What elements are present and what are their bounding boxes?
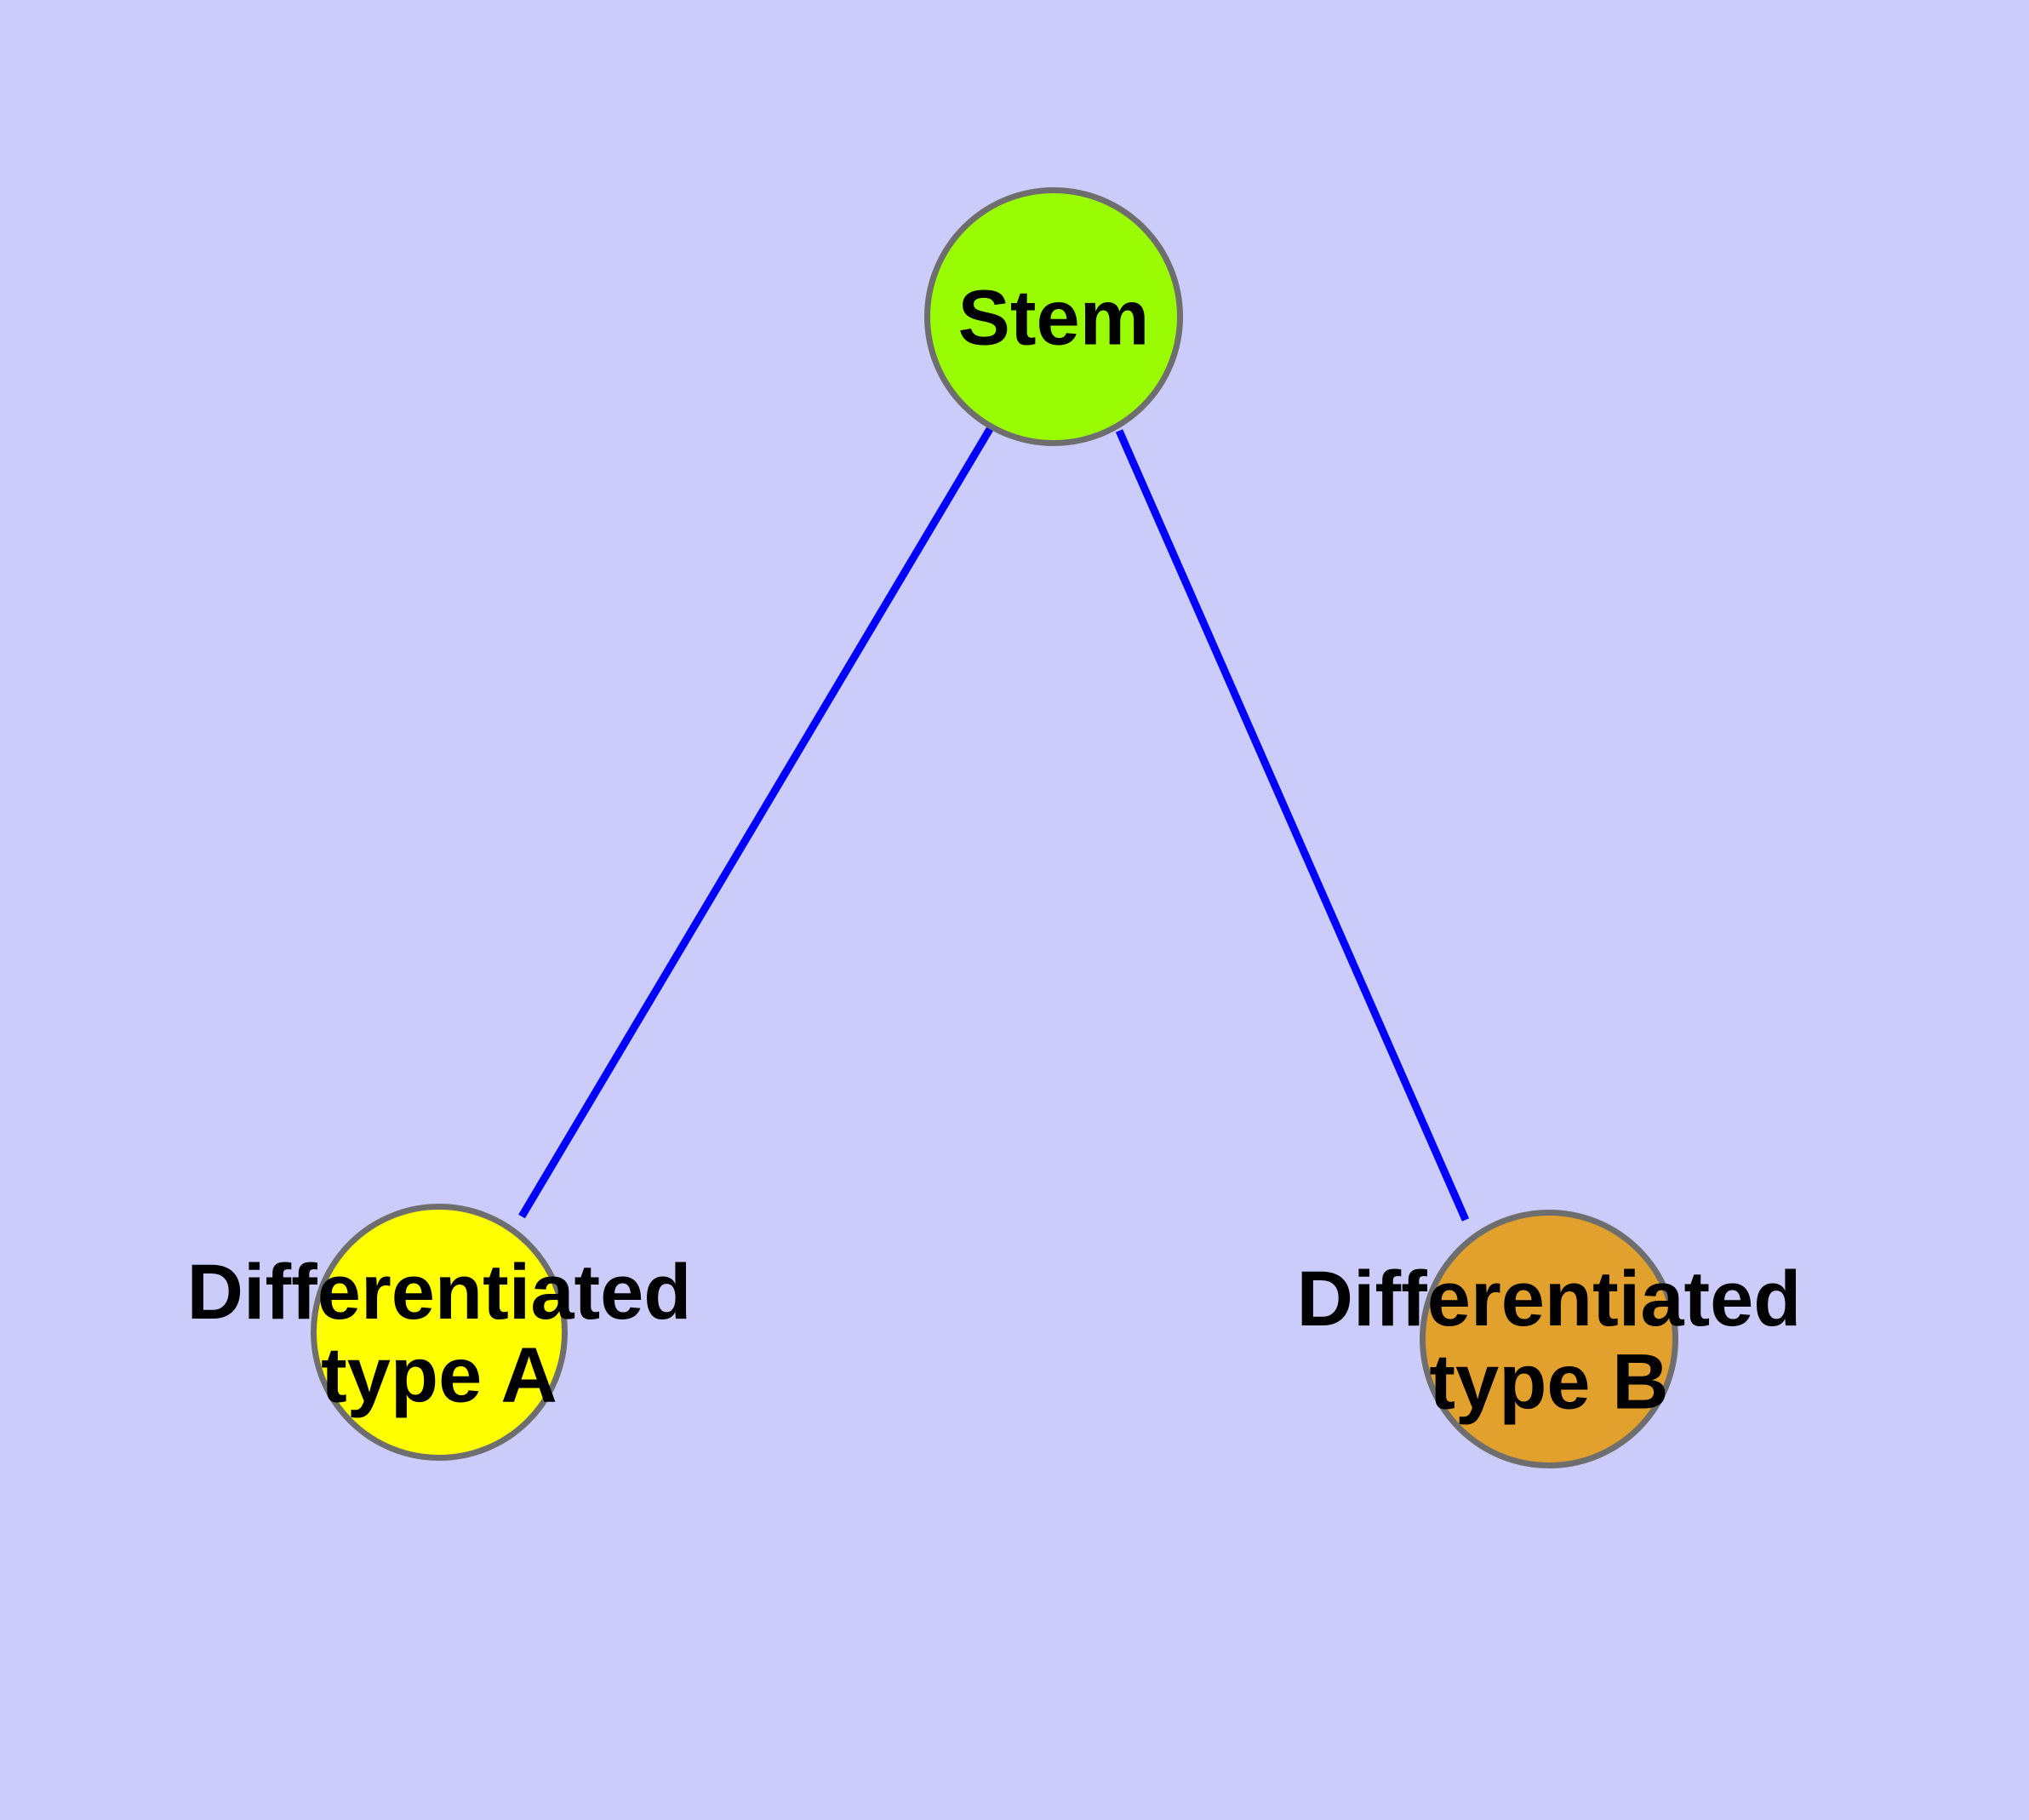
edge-group: [518, 426, 1470, 1222]
node-differentiated-type-b-circle[interactable]: [1420, 1210, 1678, 1468]
node-stem-label-line1: Stem: [958, 275, 1150, 362]
node-differentiated-type-a-label-line2: type A: [321, 1331, 557, 1418]
node-differentiated-type-a-label-line1: Differentiated: [187, 1249, 692, 1336]
node-differentiated-type-b[interactable]: [1420, 1210, 1678, 1468]
node-differentiated-type-a-circle[interactable]: [311, 1204, 568, 1461]
edge-stem-to-differentiated-type-b[interactable]: [1115, 429, 1470, 1222]
edge-stem-to-differentiated-type-a[interactable]: [518, 426, 993, 1219]
node-differentiated-type-b-label-line1: Differentiated: [1297, 1256, 1802, 1342]
node-differentiated-type-b-label-line2: type B: [1429, 1338, 1668, 1425]
label-group: Stem Differentiated type A Differentiate…: [187, 275, 1802, 1426]
node-group: [311, 187, 1678, 1468]
node-differentiated-type-a[interactable]: [311, 1204, 568, 1461]
node-stem[interactable]: [924, 187, 1183, 446]
node-stem-circle[interactable]: [924, 187, 1183, 446]
